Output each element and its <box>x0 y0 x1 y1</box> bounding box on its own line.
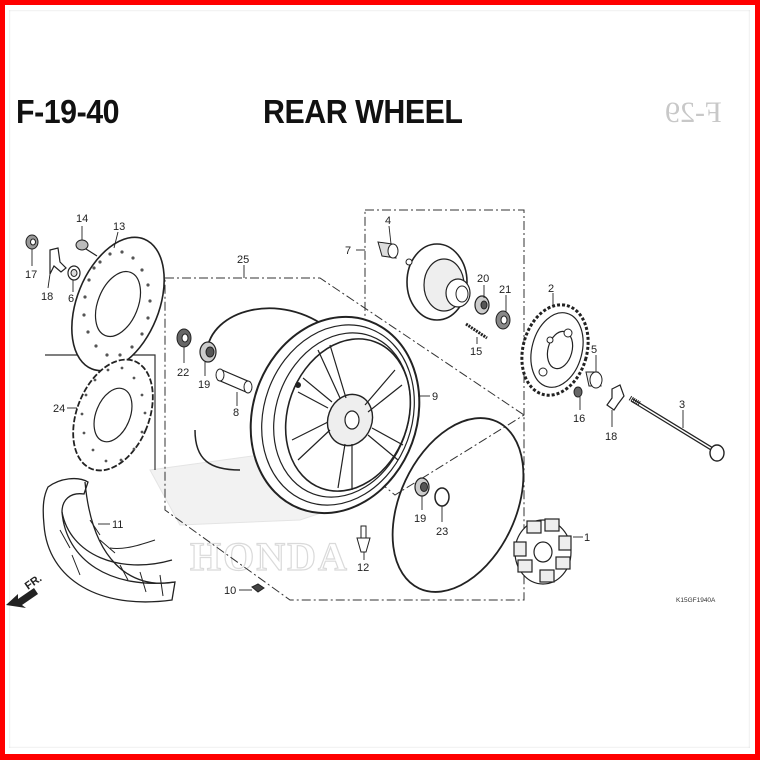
callout-20: 20 <box>477 273 489 285</box>
axle-nut-17 <box>25 234 39 250</box>
air-valve-12 <box>356 525 371 553</box>
rear-axle-3 <box>628 395 725 462</box>
callout-12: 12 <box>357 562 369 574</box>
stud-bolt-15 <box>465 322 488 340</box>
disc-bolt-14 <box>75 239 98 257</box>
callout-21: 21 <box>499 284 511 296</box>
callout-4: 4 <box>385 215 391 227</box>
bearing-19-right <box>414 477 430 497</box>
bearing-19-left <box>199 341 217 363</box>
balance-weight-10 <box>251 583 265 593</box>
chain-adjuster-18-right <box>606 384 625 411</box>
brake-disc-13 <box>71 236 165 372</box>
callout-10: 10 <box>224 585 236 597</box>
callout-22: 22 <box>177 367 189 379</box>
wheel-group-box <box>164 277 525 601</box>
collar-4 <box>377 241 399 259</box>
chain-adjuster-18-left <box>49 247 67 275</box>
callout-13: 13 <box>113 221 125 233</box>
callout-11: 11 <box>112 519 123 531</box>
callout-6: 6 <box>68 293 74 305</box>
callout-2: 2 <box>548 283 554 295</box>
sprocket-flange-7 <box>405 243 471 321</box>
callout-19-right: 19 <box>414 513 426 525</box>
callout-15: 15 <box>470 346 482 358</box>
dust-seal-21 <box>495 310 511 330</box>
figure-code: F-19-40 <box>16 93 120 130</box>
drawing-code: K15GF1940A <box>676 597 716 604</box>
callout-7: 7 <box>345 245 351 257</box>
callout-1: 1 <box>584 532 590 544</box>
fr-label: FR. <box>23 572 44 592</box>
callout-23: 23 <box>436 526 448 538</box>
damper-rubber-1 <box>513 518 572 585</box>
callout-14: 14 <box>76 213 88 225</box>
callout-3: 3 <box>679 399 685 411</box>
callout-9: 9 <box>432 391 438 403</box>
rim-band-right <box>391 417 525 593</box>
distance-collar-8 <box>215 368 253 394</box>
rear-wheel-9 <box>249 315 421 515</box>
callout-17: 17 <box>25 269 37 281</box>
rim-band-upper <box>206 307 331 353</box>
brake-disc-24 <box>72 358 154 472</box>
rim-band-lower <box>194 429 241 471</box>
diagram-title: REAR WHEEL <box>263 93 463 130</box>
collar-6 <box>67 265 81 281</box>
callout-numbers: 1 2 3 4 5 6 7 8 9 10 11 12 13 14 15 16 1… <box>25 213 685 597</box>
final-driven-sprocket-2 <box>520 303 590 397</box>
callout-19-left: 19 <box>198 379 210 391</box>
callout-25: 25 <box>237 254 249 266</box>
callout-18-left: 18 <box>41 291 53 303</box>
front-direction-arrow-icon: FR. <box>6 572 44 608</box>
callout-18-right: 18 <box>605 431 617 443</box>
dust-seal-22 <box>176 328 192 348</box>
callout-16: 16 <box>573 413 585 425</box>
o-ring-23 <box>434 487 450 507</box>
side-collar-5 <box>585 371 603 389</box>
callout-8: 8 <box>233 407 239 419</box>
watermark-text: HONDA <box>190 534 349 579</box>
leader-lines <box>31 225 684 591</box>
bearing-20 <box>474 295 490 315</box>
nut-16 <box>573 386 583 398</box>
rear-tire-11 <box>42 477 176 603</box>
callout-5: 5 <box>591 344 597 356</box>
callout-24: 24 <box>53 403 65 415</box>
